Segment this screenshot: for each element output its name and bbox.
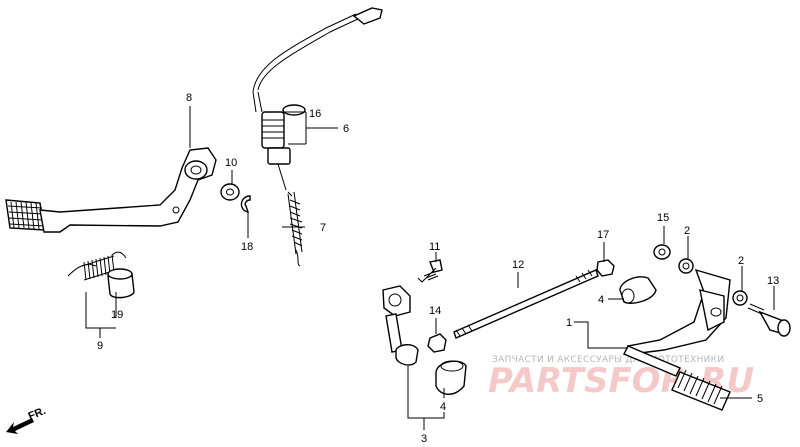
cable-dust-ring [282, 104, 306, 116]
shift-cable [252, 7, 383, 191]
callout-14: 14 [429, 305, 441, 317]
pedal-rubber-peg [5, 199, 45, 231]
callout-12: 12 [512, 259, 524, 271]
rod-nut [596, 259, 615, 277]
callout-19: 19 [111, 309, 123, 321]
snap-clip [240, 195, 251, 213]
callout-4-upper: 4 [598, 294, 604, 306]
callout-5: 5 [757, 393, 763, 405]
shift-arm [382, 285, 419, 366]
callout-18: 18 [241, 241, 253, 253]
leader-lines [85, 106, 775, 430]
shift-pedal [623, 268, 731, 377]
callout-1: 1 [566, 317, 572, 329]
callout-11: 11 [429, 241, 440, 253]
callout-15: 15 [657, 212, 669, 224]
washer [220, 183, 240, 201]
tie-rod [453, 269, 599, 339]
nut [427, 333, 447, 353]
pedal-rubber [671, 369, 731, 411]
callouts: 8 10 18 19 9 16 6 7 11 14 4 3 12 17 4 1 … [97, 92, 779, 445]
watermark-caption: ЗАПЧАСТИ И АКСЕССУАРЫ ДЛЯ МОТОТЕХНИКИ [492, 355, 724, 365]
callout-6: 6 [343, 123, 349, 135]
washer-2-upper [678, 258, 694, 274]
front-arrow-icon [6, 418, 34, 434]
callout-2-right: 2 [738, 255, 744, 267]
callout-17: 17 [597, 229, 609, 241]
callout-13: 13 [767, 275, 779, 287]
gearshift-pedal [5, 147, 217, 233]
cable-spring [287, 191, 303, 267]
callout-16: 16 [309, 108, 321, 120]
callout-2-upper: 2 [684, 225, 690, 237]
callout-7: 7 [320, 222, 326, 234]
washer-15 [653, 244, 671, 260]
front-direction-indicator: FR. [6, 405, 48, 434]
washer-2-right [732, 290, 748, 306]
front-direction-label: FR. [27, 405, 48, 423]
pivot-bolt [747, 303, 791, 337]
callout-4-lower: 4 [440, 401, 446, 413]
callout-8: 8 [186, 92, 192, 104]
pedal-collar [107, 268, 135, 299]
callout-3: 3 [421, 433, 427, 445]
callout-10: 10 [225, 157, 237, 169]
callout-9: 9 [97, 340, 103, 352]
bolt [417, 259, 443, 283]
joint-boot-upper [619, 276, 657, 304]
joint-boot [435, 360, 467, 395]
